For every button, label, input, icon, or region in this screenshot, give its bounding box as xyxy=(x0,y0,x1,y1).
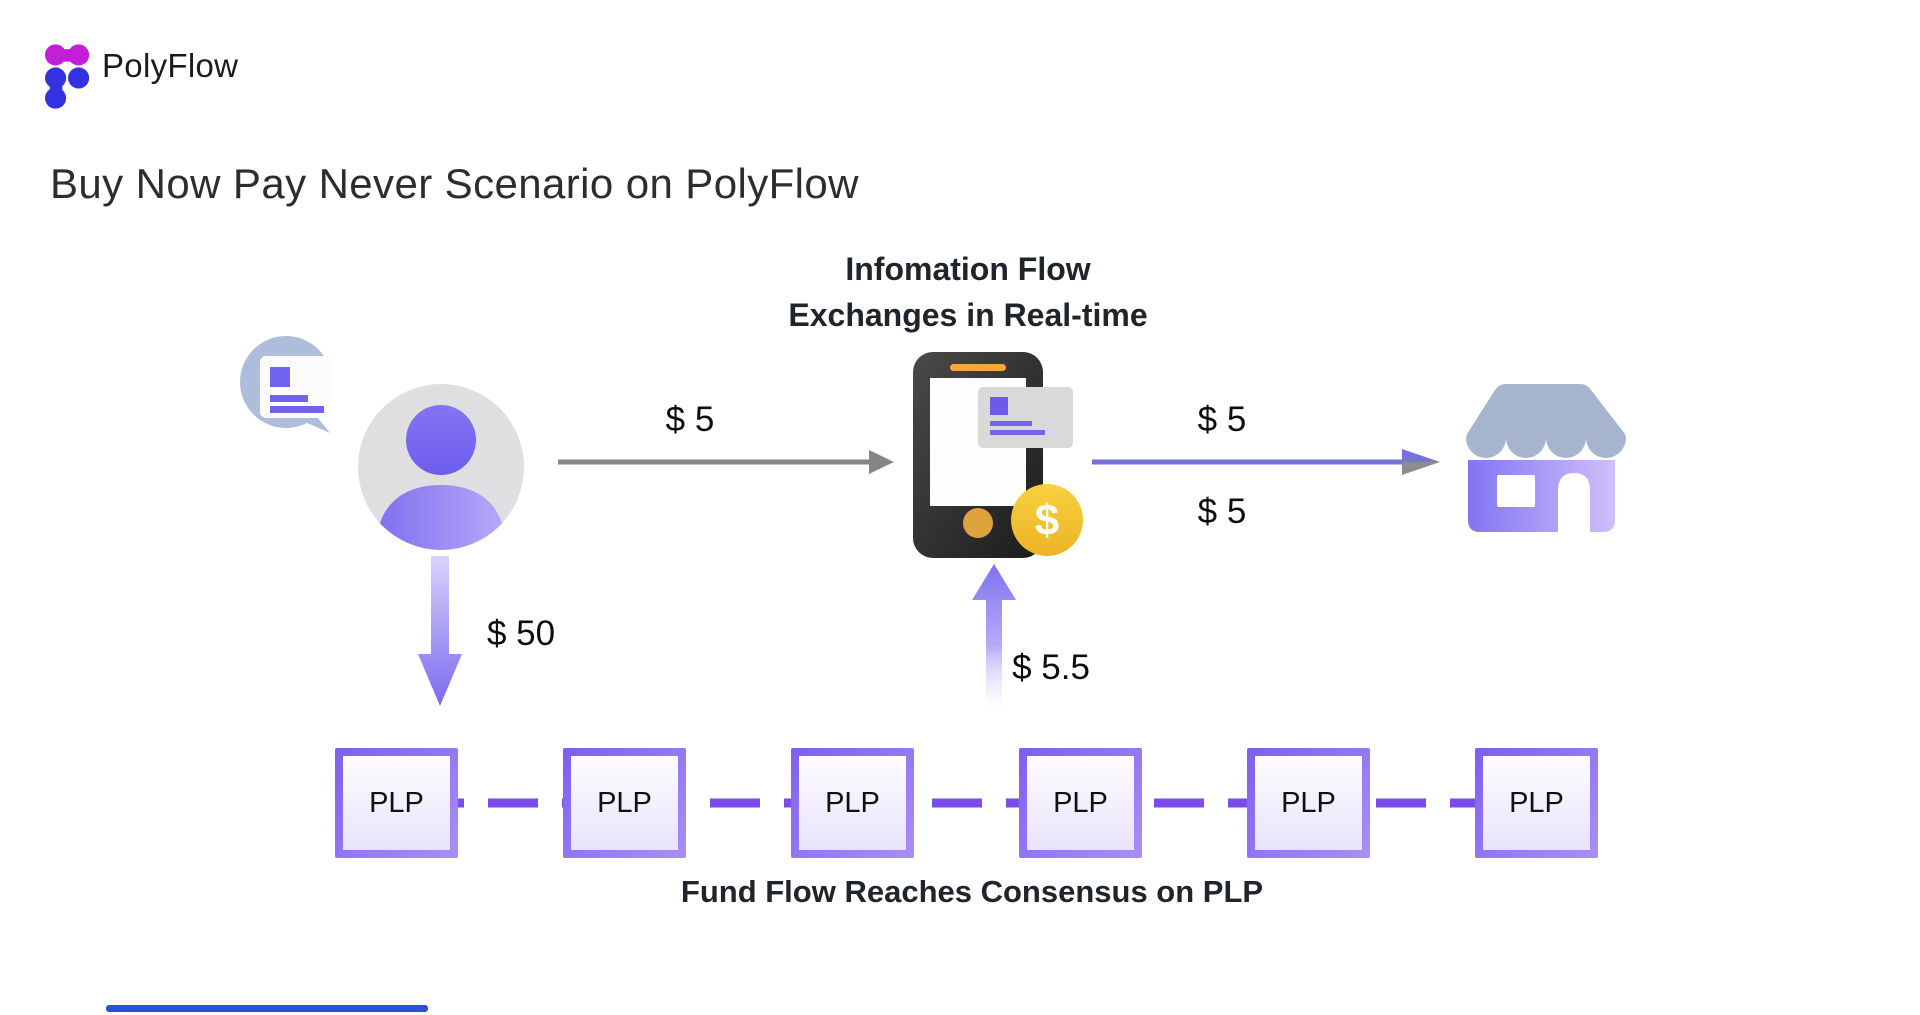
plp-node: PLP xyxy=(1019,748,1142,858)
polyflow-logo xyxy=(45,44,93,115)
flow-amount-plp-to-phone: $ 5.5 xyxy=(1012,648,1090,687)
bottom-blue-bar xyxy=(106,1005,428,1012)
store xyxy=(1458,380,1628,541)
down-arrow-purple-icon xyxy=(418,556,462,706)
info-flow-caption-line2: Exchanges in Real-time xyxy=(788,297,1148,333)
plp-node: PLP xyxy=(563,748,686,858)
card-speech-bubble xyxy=(240,336,342,441)
up-arrow-purple-icon xyxy=(972,564,1016,712)
flow-amount-user-to-plp: $ 50 xyxy=(486,614,556,653)
plp-node: PLP xyxy=(335,748,458,858)
coin-dollar-symbol: $ xyxy=(1035,496,1059,545)
flow-amount-phone-to-store-top: $ 5 xyxy=(1197,400,1247,439)
plp-chain-connector xyxy=(335,796,1600,815)
storefront-icon xyxy=(1466,384,1626,532)
page-title: Buy Now Pay Never Scenario on PolyFlow xyxy=(50,160,859,207)
fund-flow-caption: Fund Flow Reaches Consensus on PLP xyxy=(680,874,1264,909)
user-avatar xyxy=(358,384,524,555)
right-arrow-gray-icon xyxy=(558,450,894,474)
payment-card-icon xyxy=(978,387,1073,448)
info-flow-caption-line1: Infomation Flow xyxy=(845,251,1091,287)
smartphone-icon: $ xyxy=(913,352,1083,558)
polyflow-logo-mark-icon xyxy=(45,44,90,109)
plp-node: PLP xyxy=(1247,748,1370,858)
payment-card-speech-bubble-icon xyxy=(240,336,332,433)
flow-amount-user-to-phone: $ 5 xyxy=(665,400,715,439)
brand-name: PolyFlow xyxy=(102,47,239,84)
flow-arrow-phone-to-store xyxy=(1090,446,1450,487)
phone-group: $ xyxy=(910,350,1088,567)
dollar-coin-icon: $ xyxy=(1011,484,1083,556)
dashed-line-icon xyxy=(340,798,1595,808)
right-arrow-purple-icon xyxy=(1092,449,1440,475)
flow-amount-phone-to-store-bottom: $ 5 xyxy=(1197,492,1247,531)
flow-arrow-user-to-phone xyxy=(553,444,898,485)
plp-node: PLP xyxy=(1475,748,1598,858)
plp-node: PLP xyxy=(791,748,914,858)
info-flow-caption: Infomation Flow Exchanges in Real-time xyxy=(768,246,1168,338)
user-avatar-icon xyxy=(358,384,524,550)
flow-arrow-plp-to-phone xyxy=(966,564,1022,719)
flow-arrow-user-to-plp xyxy=(414,556,466,713)
